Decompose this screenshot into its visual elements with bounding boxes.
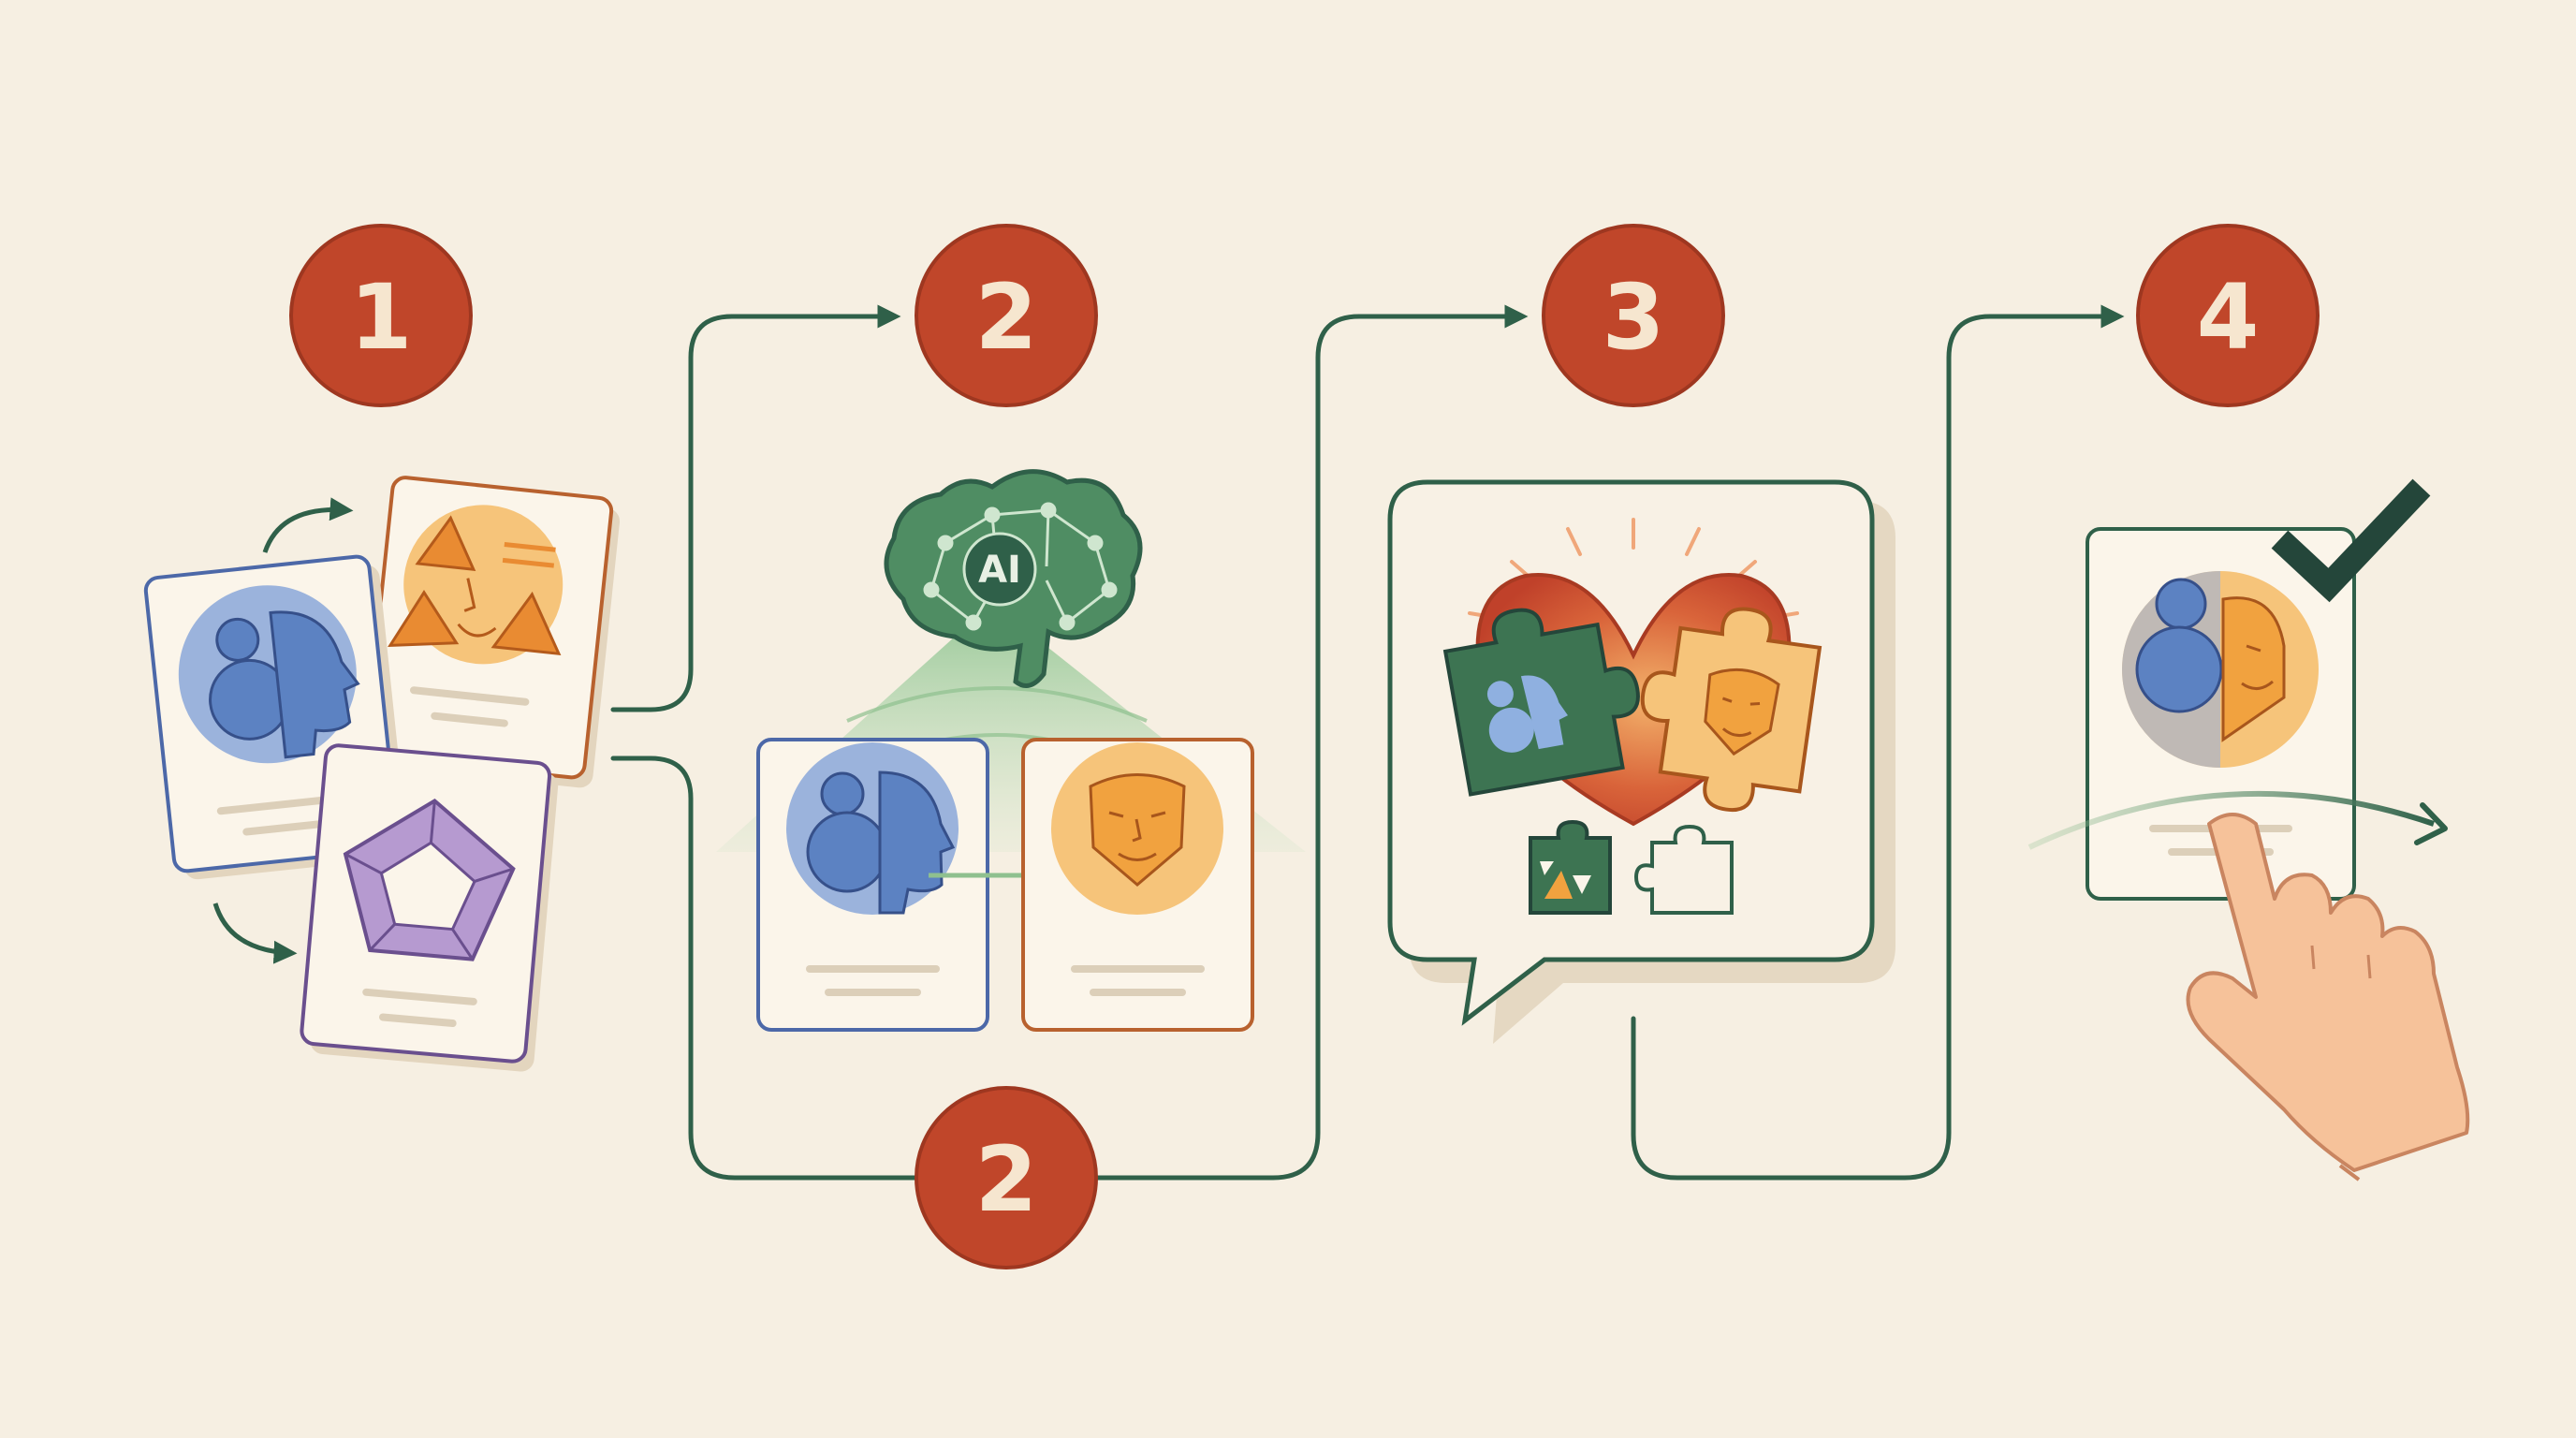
small-puzzle-cream-icon: [1633, 824, 1734, 915]
step-4-confirm: [2027, 478, 2470, 1181]
matched-profile-orange-card: [1021, 738, 1254, 1032]
connector-1-to-2: [610, 304, 901, 712]
step-badge-3: 3: [1542, 224, 1725, 407]
step-2-ai-matching: AI: [716, 469, 1306, 1032]
connector-1-to-2-bottom: [610, 756, 920, 1181]
step-badge-2-bottom: 2: [915, 1086, 1098, 1269]
connectors: [610, 304, 2125, 1181]
step-number-2-bottom: 2: [975, 1127, 1038, 1232]
ai-label: AI: [978, 549, 1021, 592]
step-number-4: 4: [2197, 265, 2260, 370]
puzzle-piece-green-icon: [1442, 608, 1640, 797]
step-number-1: 1: [350, 265, 413, 370]
small-puzzle-green-icon: [1529, 819, 1612, 915]
step-badge-4: 4: [2136, 224, 2320, 407]
cycle-arrow-top-icon: [262, 497, 354, 553]
cycle-arrow-bottom-icon: [212, 902, 298, 964]
step-number-3: 3: [1603, 265, 1665, 370]
step-1-profile-cards: [143, 476, 621, 1072]
checkmark-icon: [2271, 478, 2431, 603]
step-badge-2: 2: [915, 224, 1098, 407]
step-badge-1: 1: [289, 224, 473, 407]
ai-brain-icon: AI: [884, 469, 1143, 688]
matched-profile-blue-card: [756, 738, 989, 1032]
profile-card-purple-icon: [300, 743, 559, 1072]
connector-2-bottom-to-3: [1090, 304, 1529, 1181]
profile-card-orange-icon: [363, 476, 621, 788]
step-3-connection: [1387, 479, 1895, 1044]
connector-3-to-4: [1631, 304, 2125, 1181]
puzzle-piece-orange-icon: [1640, 607, 1822, 813]
swipe-arrow-icon: [2027, 790, 2435, 850]
step-number-2: 2: [975, 265, 1038, 370]
hand-pointer-icon: [2186, 813, 2470, 1181]
